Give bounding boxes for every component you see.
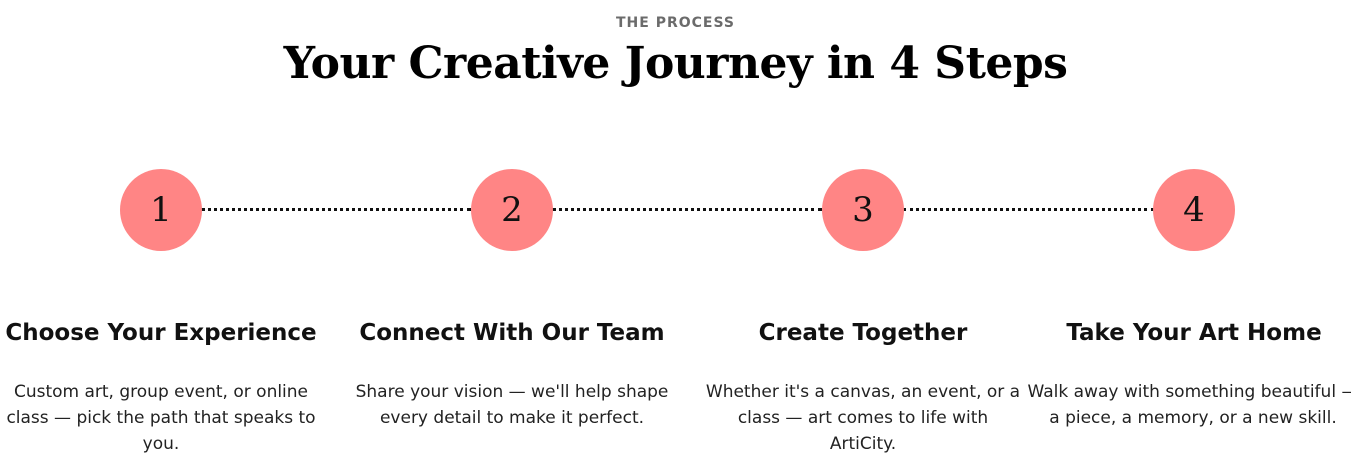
step-title: Connect With Our Team bbox=[359, 320, 665, 346]
step-description: Whether it's a canvas, an event, or a cl… bbox=[705, 382, 1021, 454]
step-number-circle: 4 bbox=[1153, 169, 1235, 251]
step-description: Share your vision — we'll help shape eve… bbox=[355, 382, 669, 428]
step-description: Walk away with something beautiful — a p… bbox=[1027, 382, 1351, 428]
timeline-connector bbox=[552, 208, 822, 211]
step-number-circle: 3 bbox=[822, 169, 904, 251]
step-title: Create Together bbox=[758, 320, 968, 346]
timeline-connector bbox=[903, 208, 1154, 211]
timeline-connector bbox=[201, 208, 471, 211]
step-number-circle: 1 bbox=[120, 169, 202, 251]
section-title: Your Creative Journey in 4 Steps bbox=[283, 38, 1068, 89]
step-title: Choose Your Experience bbox=[5, 320, 317, 346]
step-title: Take Your Art Home bbox=[1066, 320, 1322, 346]
step-description: Custom art, group event, or online class… bbox=[6, 382, 316, 454]
section-eyebrow: THE PROCESS bbox=[615, 15, 736, 31]
step-number-circle: 2 bbox=[471, 169, 553, 251]
